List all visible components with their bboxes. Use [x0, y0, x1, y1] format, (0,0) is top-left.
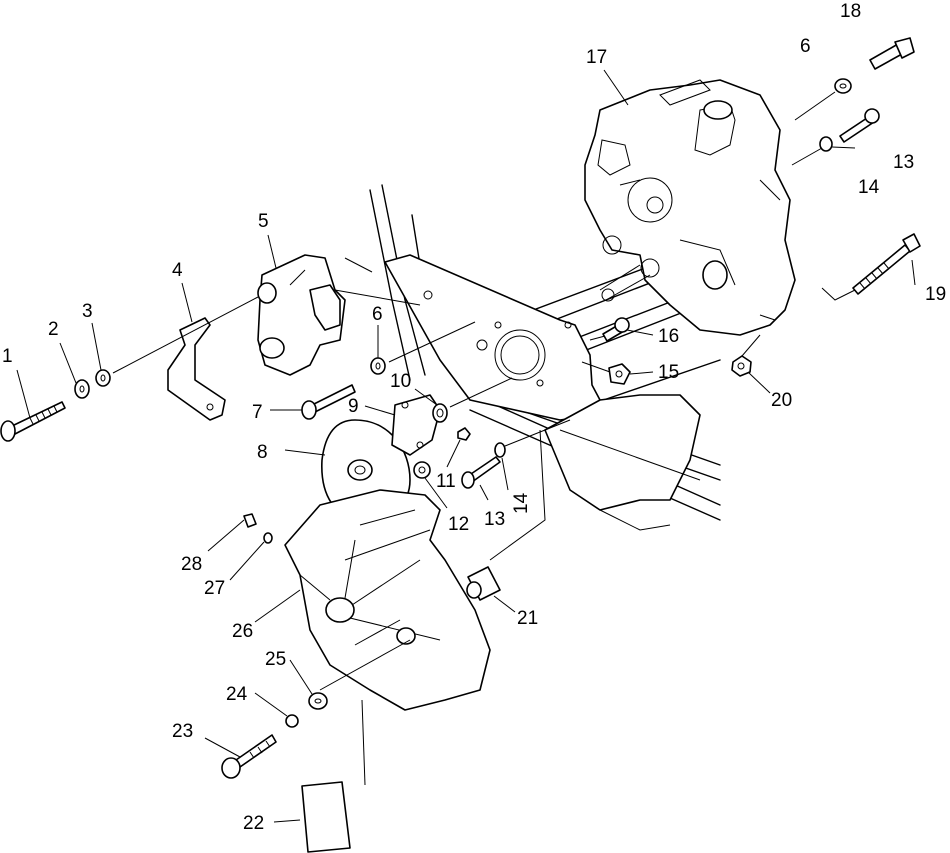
small-plate-9	[391, 394, 441, 456]
callout-26: 26	[232, 621, 253, 642]
callout-22: 22	[243, 813, 264, 834]
callouts: 1 2 3 4 5 6 6 7 8 9 10 11 12 13 13 14 14…	[2, 1, 946, 834]
callout-27: 27	[204, 578, 225, 599]
callout-24: 24	[226, 684, 248, 705]
callout-3: 3	[82, 301, 93, 322]
callout-10: 10	[390, 371, 411, 392]
callout-11: 11	[436, 471, 456, 492]
callout-28: 28	[181, 554, 202, 575]
callout-13a: 13	[484, 509, 505, 530]
callout-6b: 6	[800, 36, 811, 57]
leader-lines	[16, 69, 916, 823]
mounting-plate	[384, 254, 601, 421]
mount-block	[257, 254, 346, 376]
callout-17: 17	[586, 47, 607, 68]
cover-26	[284, 489, 491, 711]
callout-7: 7	[252, 402, 263, 423]
callout-1: 1	[2, 346, 13, 367]
callout-19: 19	[925, 284, 946, 305]
frame-bracket	[544, 394, 701, 531]
callout-25: 25	[265, 649, 286, 670]
callout-12: 12	[448, 514, 469, 535]
callout-5: 5	[258, 211, 269, 232]
callout-20: 20	[771, 390, 792, 411]
callout-21: 21	[517, 608, 538, 629]
callout-9: 9	[348, 396, 359, 417]
callout-18: 18	[840, 1, 861, 22]
callout-6a: 6	[372, 304, 383, 325]
callout-15: 15	[658, 362, 679, 383]
gear-case	[584, 79, 796, 336]
fasteners	[0, 37, 921, 853]
callout-2: 2	[48, 319, 59, 340]
callout-14b: 14	[858, 177, 880, 198]
callout-4: 4	[172, 260, 183, 281]
callout-8: 8	[257, 442, 268, 463]
callout-23: 23	[172, 721, 193, 742]
callout-13b: 13	[893, 152, 914, 173]
bracket-4	[167, 317, 226, 421]
callout-14a: 14	[511, 492, 532, 514]
callout-16: 16	[658, 326, 679, 347]
